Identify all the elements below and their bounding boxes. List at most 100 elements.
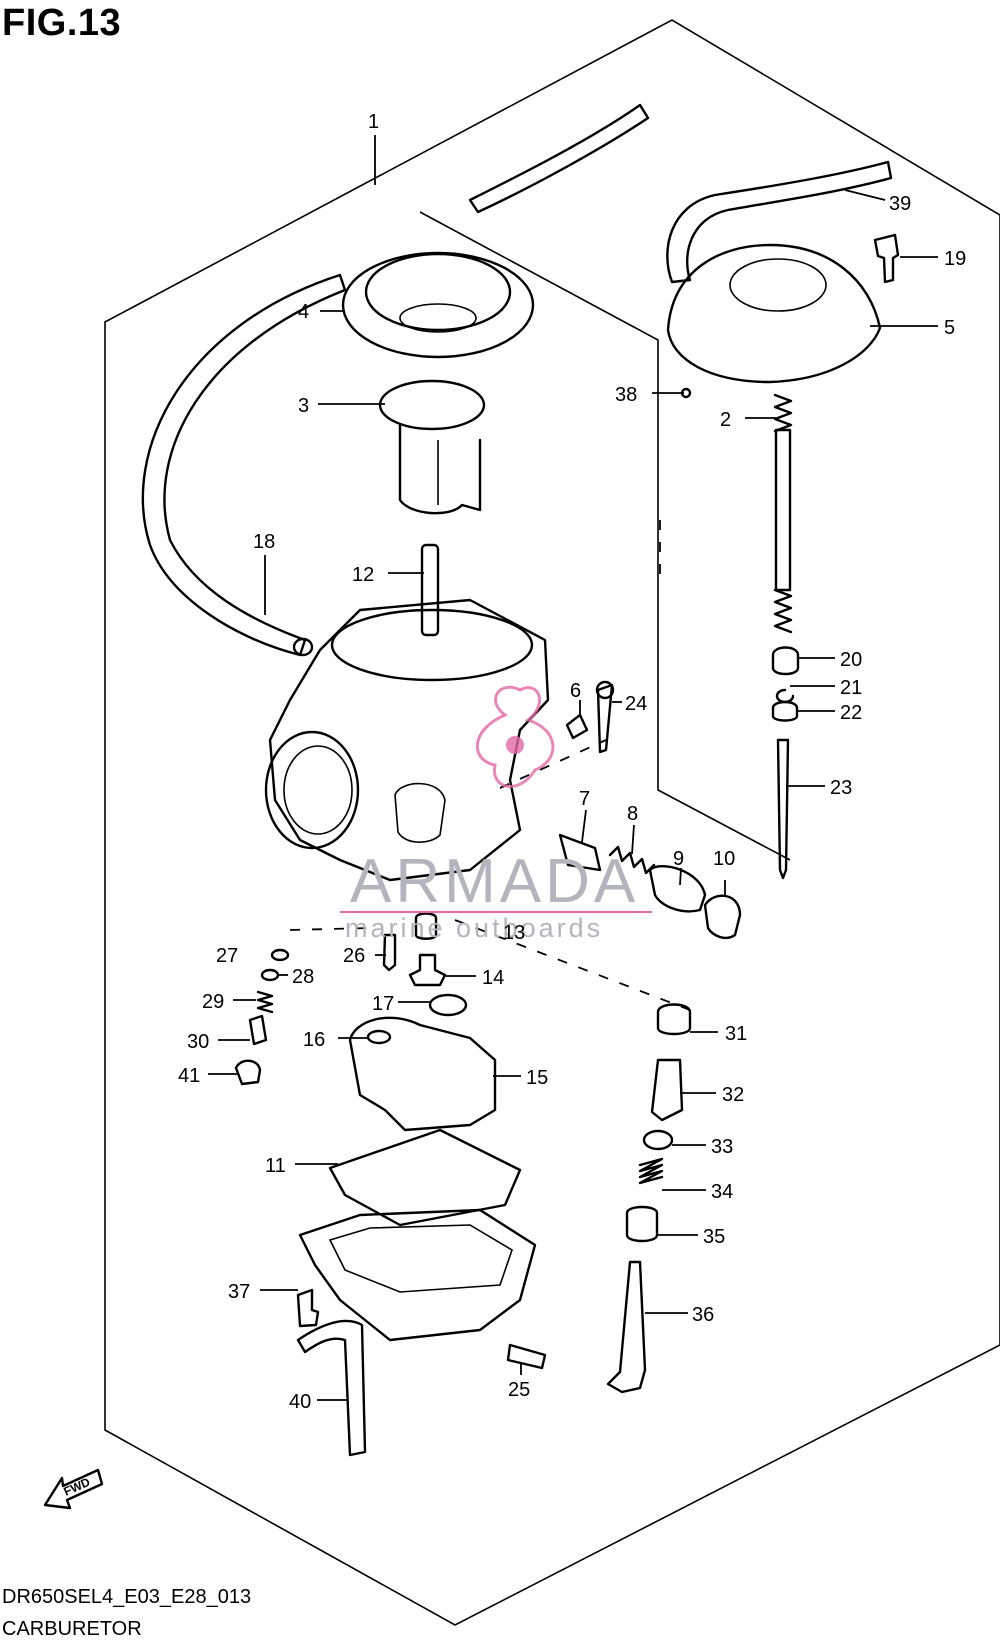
callout-12: 12 — [352, 564, 374, 586]
callout-16: 16 — [303, 1029, 325, 1051]
alignment-line-drain — [289, 927, 371, 931]
leader-lines — [208, 135, 938, 1401]
clip-27 — [270, 948, 290, 962]
alignment-line-jet — [499, 739, 607, 789]
callout-27: 27 — [216, 945, 238, 967]
e-clip-21 — [775, 688, 795, 704]
watermark-logo-center — [506, 736, 524, 754]
callout-24: 24 — [625, 693, 647, 715]
pilot-jet-24 — [596, 683, 614, 754]
cap-41 — [234, 1059, 262, 1086]
callout-7: 7 — [579, 788, 590, 810]
top-cap-dome — [729, 258, 827, 312]
piston-valve-top — [378, 379, 486, 431]
throttle-bore-inner — [283, 745, 353, 835]
spring-8 — [608, 845, 656, 875]
callout-38: 38 — [615, 384, 637, 406]
callout-23: 23 — [830, 777, 852, 799]
watermark-logo-icon — [476, 685, 555, 788]
callout-26: 26 — [343, 945, 365, 967]
callout-32: 32 — [722, 1084, 744, 1106]
watermark-logo — [476, 685, 555, 788]
screw-37 — [296, 1288, 320, 1328]
callout-29: 29 — [202, 991, 224, 1013]
callout-11: 11 — [265, 1155, 286, 1177]
piston-valve-body — [398, 423, 482, 515]
callout-41: 41 — [178, 1065, 200, 1087]
callout-8: 8 — [627, 803, 638, 825]
callout-22: 22 — [840, 702, 862, 724]
jet-needle-23 — [776, 738, 790, 880]
callout-37: 37 — [228, 1281, 250, 1303]
section-name: CARBURETOR — [2, 1618, 142, 1640]
callout-4: 4 — [298, 301, 309, 323]
plunger-cap-10 — [703, 894, 742, 940]
callout-31: 31 — [725, 1023, 747, 1045]
float-chamber-gasket-11 — [328, 1128, 522, 1227]
assembly-boundary — [104, 19, 1000, 1626]
callout-10: 10 — [713, 848, 735, 870]
o-ring-33 — [642, 1129, 674, 1151]
needle-spring-2 — [773, 393, 793, 634]
callout-34: 34 — [711, 1181, 733, 1203]
pilot-screw-6 — [565, 713, 589, 740]
needle-rod-2 — [774, 428, 792, 592]
vent-hose-39 — [666, 160, 893, 284]
callout-5: 5 — [944, 317, 955, 339]
callout-33: 33 — [711, 1136, 733, 1158]
callout-1: 1 — [368, 111, 379, 133]
callout-15: 15 — [526, 1067, 548, 1089]
figure-title: FIG.13 — [2, 2, 122, 44]
callout-40: 40 — [289, 1391, 311, 1413]
callout-30: 30 — [187, 1031, 209, 1053]
starter-plunger-7 — [558, 833, 602, 872]
pilot-screw-30 — [248, 1014, 268, 1046]
callout-28: 28 — [292, 966, 314, 988]
adjuster-32 — [650, 1058, 684, 1122]
throttle-stop-rod — [420, 543, 440, 637]
vent-hose-40 — [296, 1319, 367, 1457]
main-jet-holder-13 — [414, 912, 438, 940]
top-cap-5 — [666, 243, 882, 384]
cap-screw-19 — [873, 233, 900, 284]
watermark-brand: ARMADA — [350, 847, 639, 916]
intake-spigot — [394, 782, 446, 843]
callout-3: 3 — [298, 395, 309, 417]
diaphragm-opening — [399, 303, 477, 333]
callout-39: 39 — [889, 193, 911, 215]
washer-28 — [260, 968, 280, 982]
throttle-cable-adjuster-36 — [606, 1260, 647, 1394]
spring-34 — [638, 1157, 664, 1185]
callout-18: 18 — [253, 531, 275, 553]
callout-9: 9 — [673, 848, 684, 870]
vent-hose-18-end — [292, 637, 314, 657]
float-15 — [348, 1016, 497, 1132]
callout-19: 19 — [944, 248, 966, 270]
watermark-tagline: marine outboards — [345, 913, 603, 943]
vent-hose-1 — [468, 103, 650, 214]
callout-21: 21 — [840, 677, 862, 699]
callout-6: 6 — [570, 680, 581, 702]
plunger-nut-9 — [648, 865, 707, 913]
callout-2: 2 — [720, 409, 731, 431]
o-ring-16 — [366, 1029, 392, 1045]
collar-35 — [625, 1205, 659, 1243]
leader-9 — [679, 867, 682, 886]
callout-14: 14 — [482, 967, 504, 989]
o-ring-17 — [428, 993, 468, 1017]
drain-screw-25 — [506, 1343, 547, 1370]
diaphragm-inner — [364, 252, 512, 332]
cap-assembly-boundary — [419, 211, 791, 861]
carburetor-body — [268, 598, 550, 882]
callout-20: 20 — [840, 649, 862, 671]
vent-hose-18 — [141, 273, 347, 657]
washer-22 — [771, 700, 799, 722]
fwd-arrow-icon — [43, 1468, 104, 1510]
callout-13: 13 — [503, 922, 525, 944]
callout-35: 35 — [703, 1226, 725, 1248]
callout-36: 36 — [692, 1304, 714, 1326]
model-code: DR650SEL4_E03_E28_013 — [2, 1586, 252, 1608]
leader-39 — [844, 189, 886, 201]
leader-8 — [631, 824, 635, 855]
